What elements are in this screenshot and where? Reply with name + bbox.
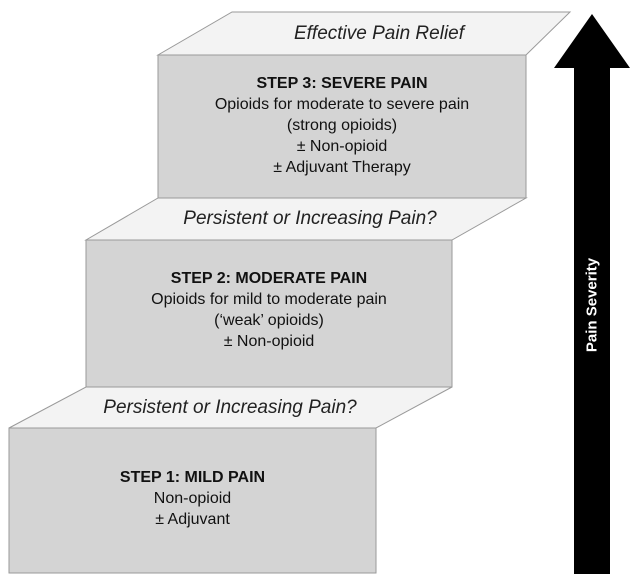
middle-slab-label: Persistent or Increasing Pain?	[183, 208, 437, 229]
step-1-text: STEP 1: MILD PAIN Non-opioid ± Adjuvant	[9, 467, 376, 530]
step-3-line-3: ± Non-opioid	[296, 138, 388, 155]
step-3-title: STEP 3: SEVERE PAIN	[256, 75, 428, 92]
pain-severity-label: Pain Severity	[583, 257, 601, 353]
step-3-line-4: ± Adjuvant Therapy	[273, 159, 411, 176]
step-2-line-2: (‘weak’ opioids)	[214, 312, 324, 329]
step-1-box	[8, 427, 377, 574]
bottom-slab-label: Persistent or Increasing Pain?	[103, 397, 357, 418]
pain-severity-arrow	[554, 14, 630, 574]
step-1-line-1: Non-opioid	[153, 490, 232, 507]
top-slab-label: Effective Pain Relief	[293, 23, 465, 44]
step-2-title: STEP 2: MODERATE PAIN	[170, 270, 368, 287]
step-3-text: STEP 3: SEVERE PAIN Opioids for moderate…	[158, 73, 526, 178]
step-1-line-2: ± Adjuvant	[155, 511, 230, 528]
step-3-line-1: Opioids for moderate to severe pain	[214, 96, 470, 113]
step-1-title: STEP 1: MILD PAIN	[119, 469, 266, 486]
step-3-line-2: (strong opioids)	[286, 117, 398, 134]
step-2-line-3: ± Non-opioid	[223, 333, 315, 350]
step-2-line-1: Opioids for mild to moderate pain	[151, 291, 387, 308]
step-2-text: STEP 2: MODERATE PAIN Opioids for mild t…	[86, 268, 452, 352]
step-3-box	[157, 54, 527, 199]
